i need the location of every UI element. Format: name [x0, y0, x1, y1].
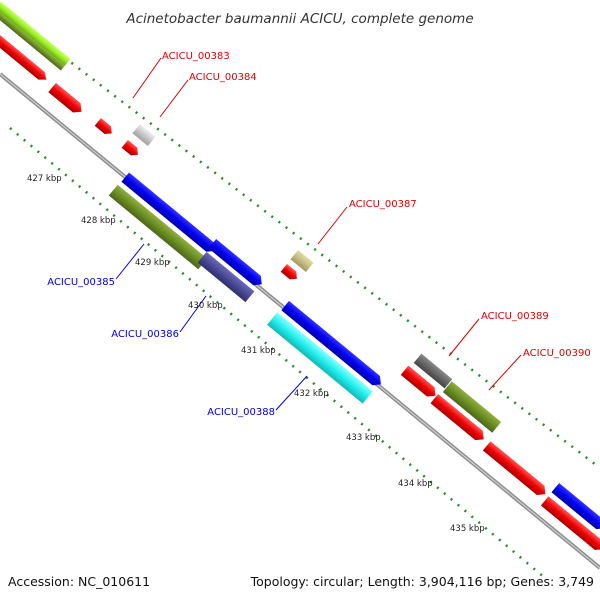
gene-acicu-00389	[413, 353, 453, 389]
label-acicu-00388: ACICU_00388	[207, 407, 275, 418]
gene-blue-long	[121, 172, 215, 252]
gene-red-f	[482, 441, 546, 495]
gene-blue-right	[551, 483, 600, 530]
gene-red-c	[94, 118, 112, 135]
tick-label: 427 kbp	[27, 174, 62, 184]
ruler-labels: 427 kbp 428 kbp 429 kbp 430 kbp 431 kbp …	[27, 174, 485, 534]
label-acicu-00385: ACICU_00385	[47, 277, 115, 288]
gene-features	[0, 1, 600, 550]
label-acicu-00387: ACICU_00387	[349, 199, 417, 210]
tick-label: 434 kbp	[398, 479, 433, 489]
gene-lime	[0, 1, 71, 66]
gene-acicu-00385	[108, 184, 208, 270]
label-acicu-00383: ACICU_00383	[162, 51, 230, 62]
gene-blue-short	[208, 239, 262, 286]
tick-label: 432 kbp	[294, 389, 329, 399]
label-acicu-00389: ACICU_00389	[481, 311, 549, 322]
ruler-ticks	[0, 7, 600, 579]
tick-label: 429 kbp	[135, 258, 170, 268]
footer-accession: Accession: NC_010611	[8, 574, 150, 589]
gene-red-e	[430, 394, 484, 441]
gene-blue-mid	[281, 300, 381, 386]
tick-label: 431 kbp	[241, 346, 276, 356]
ruler-line-inner	[9, 127, 546, 579]
tick-label: 430 kbp	[188, 301, 223, 311]
gene-acicu-00384	[121, 140, 138, 156]
tick-label: 435 kbp	[450, 524, 485, 534]
gene-red-a	[0, 35, 47, 80]
gene-olive-top	[0, 8, 65, 71]
ruler-line-outer	[0, 7, 600, 469]
footer-summary: Topology: circular; Length: 3,904,116 bp…	[250, 574, 594, 589]
gene-acicu-00383	[132, 124, 156, 146]
tick-label: 433 kbp	[346, 433, 381, 443]
tick-label: 428 kbp	[81, 216, 116, 226]
gene-acicu-00390	[442, 381, 502, 433]
map-title: Acinetobacter baumannii ACICU, complete …	[125, 11, 473, 27]
gene-red-d	[400, 365, 436, 397]
gene-acicu-00386	[197, 251, 255, 303]
gene-red-g	[540, 496, 600, 550]
label-acicu-00384: ACICU_00384	[189, 72, 257, 83]
gene-red-b	[48, 82, 82, 113]
gene-acicu-00387	[290, 250, 314, 272]
gene-acicu-00388	[267, 312, 373, 404]
gene-red-mid	[280, 264, 297, 280]
gene-labels: ACICU_00383 ACICU_00384 ACICU_00387 ACIC…	[47, 51, 590, 418]
label-acicu-00390: ACICU_00390	[523, 348, 591, 359]
label-connectors	[115, 57, 522, 411]
label-acicu-00386: ACICU_00386	[111, 329, 179, 340]
